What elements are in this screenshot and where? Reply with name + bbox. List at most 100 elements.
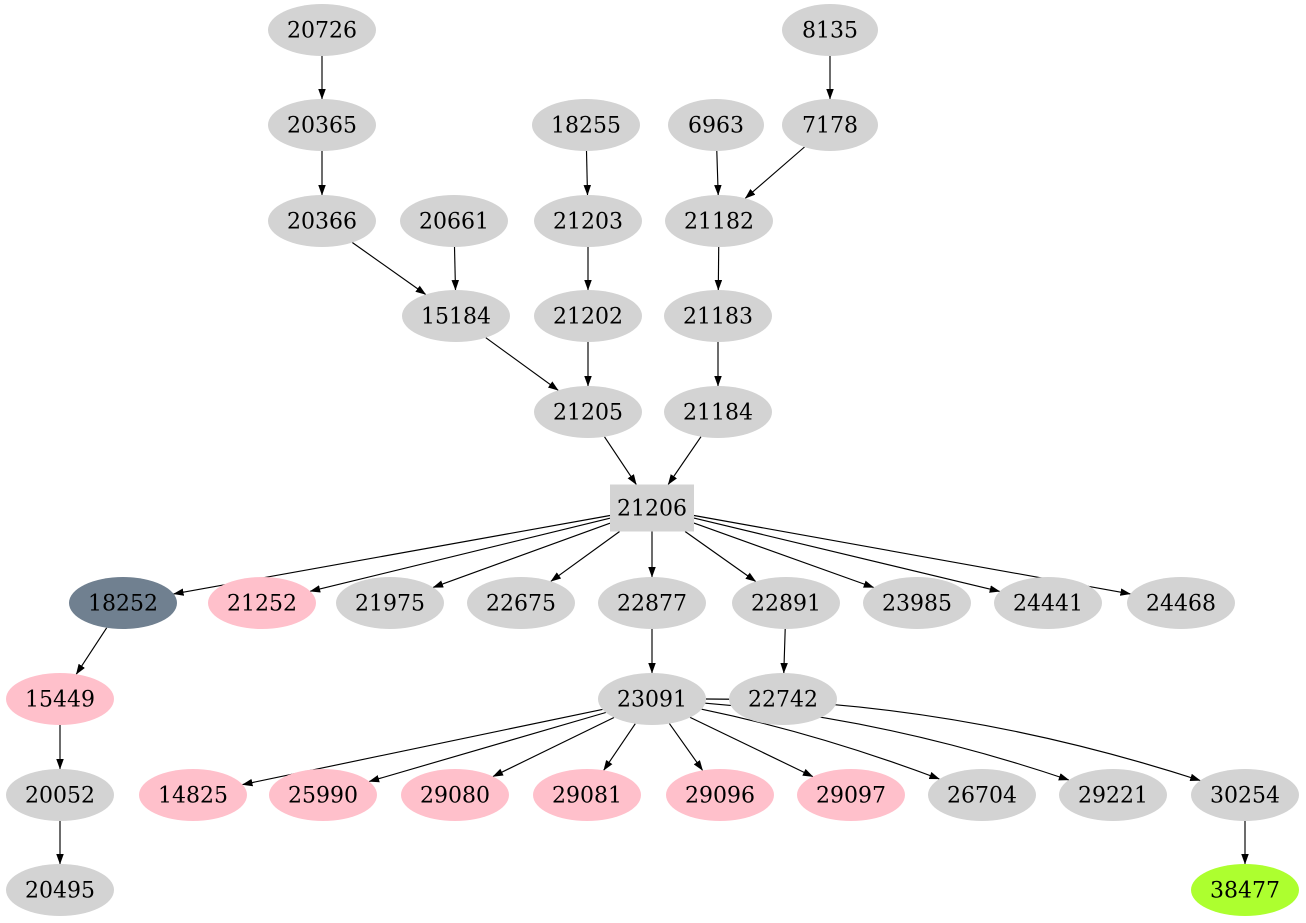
node-29097-ellipse [797,769,905,821]
node-22742-label: 22742 [748,688,818,713]
node-21252: 21252 [208,577,316,629]
edge-6963-to-21182 [714,150,722,196]
node-29081-ellipse [533,769,641,821]
node-20495-ellipse [6,864,114,916]
node-21202: 21202 [534,290,642,342]
node-30254-label: 30254 [1210,784,1280,809]
edge-22891-to-22742 [780,628,788,674]
node-24441: 24441 [994,577,1102,629]
node-20661: 20661 [400,195,508,247]
node-21203: 21203 [534,195,642,247]
node-29097: 29097 [797,769,905,821]
node-20052-label: 20052 [25,784,95,809]
node-21975-ellipse [336,577,444,629]
node-25990-label: 25990 [288,784,358,809]
edge-7178-to-21182 [744,146,805,199]
node-26704: 26704 [928,769,1036,821]
node-24468-label: 24468 [1146,592,1216,617]
edge-23091-to-29096 [668,723,704,771]
node-29081-label: 29081 [552,784,622,809]
node-21183: 21183 [664,290,772,342]
edge-21206-to-21975 [432,522,611,588]
edge-18252-to-15449 [75,627,108,675]
node-15184-ellipse [402,290,510,342]
node-6963-label: 6963 [688,114,744,139]
node-8135-label: 8135 [802,19,858,44]
node-22877-ellipse [598,577,706,629]
node-30254-ellipse [1191,769,1299,821]
edge-21206-to-21252 [309,517,611,593]
node-21205-ellipse [534,386,642,438]
node-22742-ellipse [729,673,837,725]
node-22675: 22675 [467,577,575,629]
node-23985: 23985 [863,577,971,629]
node-21184: 21184 [664,386,772,438]
node-29221-label: 29221 [1078,784,1148,809]
node-20366: 20366 [268,195,376,247]
node-15184: 15184 [402,290,510,342]
node-7178-label: 7178 [802,114,858,139]
node-22891-ellipse [732,577,840,629]
edge-23091-to-29080 [492,716,615,778]
nodes-layer: 20726 8135 20365 18255 6963 7178 20366 20661 212… [6,4,1299,916]
node-20495-label: 20495 [25,879,95,904]
node-29221-ellipse [1059,769,1167,821]
node-30254: 30254 [1191,769,1299,821]
node-38477: 38477 [1191,864,1299,916]
edge-21205-to-21206 [604,436,637,485]
node-18252-ellipse [69,577,177,629]
edge-23091-to-25990 [368,711,606,783]
node-21184-label: 21184 [683,401,753,426]
node-21202-ellipse [534,290,642,342]
node-15449: 15449 [6,673,114,725]
edge-21206-to-24441 [693,517,1001,593]
node-21183-label: 21183 [683,305,753,330]
node-6963-ellipse [668,99,764,151]
edge-15184-to-21205 [485,337,559,391]
node-21205-label: 21205 [553,401,623,426]
node-21183-ellipse [664,290,772,342]
node-21206-label: 21206 [617,497,687,522]
node-29080-label: 29080 [420,784,490,809]
node-18255-ellipse [532,99,640,151]
node-21203-ellipse [534,195,642,247]
node-25990-ellipse [269,769,377,821]
node-21252-ellipse [208,577,316,629]
node-21182: 21182 [665,195,773,247]
node-25990: 25990 [269,769,377,821]
node-21182-label: 21182 [684,210,754,235]
node-21206-box [610,484,694,532]
node-22675-label: 22675 [486,592,556,617]
edge-21206-to-22891 [684,531,757,582]
node-15184-label: 15184 [421,305,491,330]
node-21252-label: 21252 [227,592,297,617]
edge-23091-to-26704 [701,708,940,780]
node-22891: 22891 [732,577,840,629]
node-21206: 21206 [610,484,694,532]
node-23091-ellipse [598,673,706,725]
node-21202-label: 21202 [553,305,623,330]
node-20726: 20726 [268,4,376,56]
node-8135: 8135 [782,4,878,56]
edge-21206-to-22675 [550,531,620,582]
edge-23091-to-29081 [603,723,636,771]
node-26704-ellipse [928,769,1036,821]
node-23985-ellipse [863,577,971,629]
node-15449-ellipse [6,673,114,725]
node-24441-ellipse [994,577,1102,629]
node-22675-ellipse [467,577,575,629]
node-18252: 18252 [69,577,177,629]
node-29096-ellipse [666,769,774,821]
node-18255: 18255 [532,99,640,151]
node-7178-ellipse [782,99,878,151]
node-29221: 29221 [1059,769,1167,821]
node-26704-label: 26704 [947,784,1017,809]
node-29081: 29081 [533,769,641,821]
node-21975-label: 21975 [355,592,425,617]
node-24468-ellipse [1127,577,1235,629]
node-20365-label: 20365 [287,114,357,139]
node-18255-label: 18255 [551,114,621,139]
node-29097-label: 29097 [816,784,886,809]
node-14825-ellipse [139,769,247,821]
node-22742: 22742 [729,673,837,725]
